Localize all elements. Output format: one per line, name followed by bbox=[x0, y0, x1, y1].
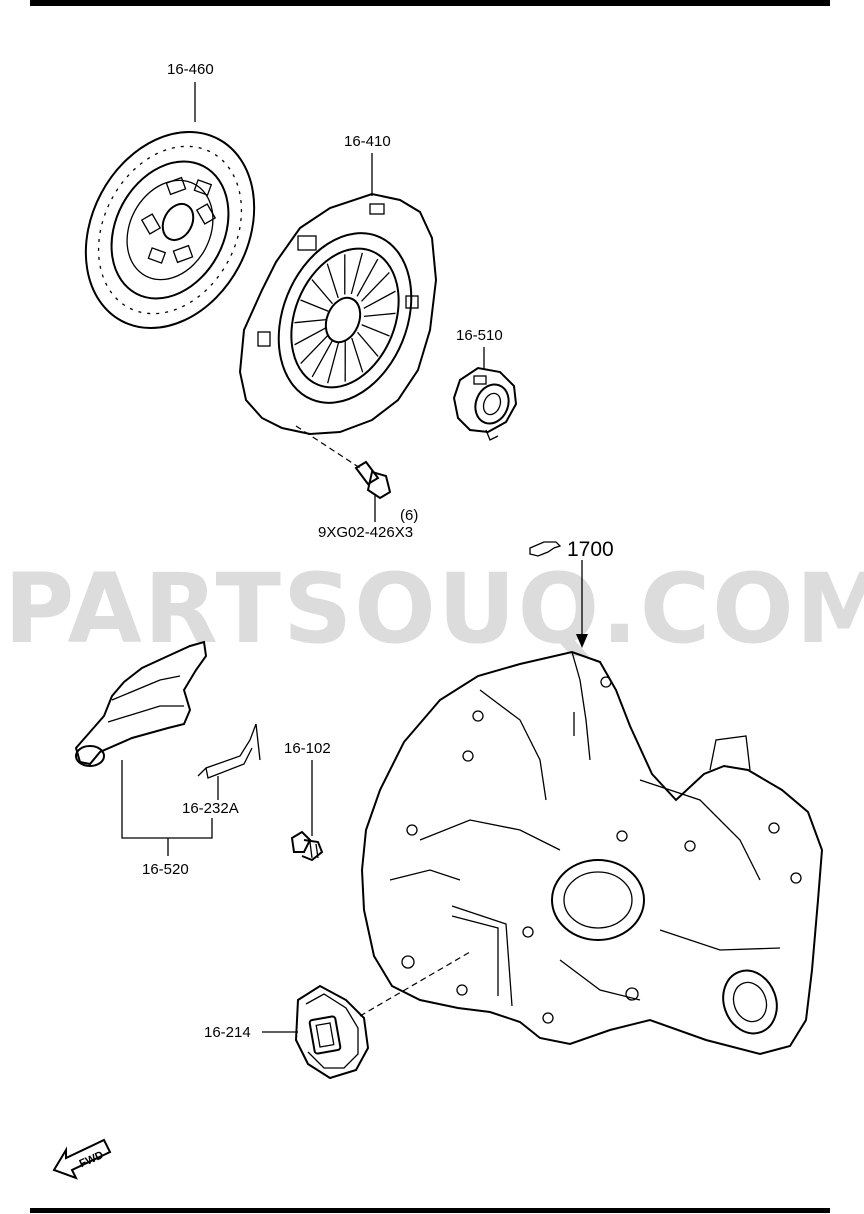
callout-release-bearing[interactable]: 16-510 bbox=[456, 327, 503, 344]
diaphragm-finger bbox=[311, 339, 334, 378]
diaphragm-finger bbox=[300, 334, 330, 365]
fwd-arrow-icon: FWD bbox=[52, 1138, 112, 1180]
callout-clutch-disc[interactable]: 16-460 bbox=[167, 61, 214, 78]
reference-hand-icon bbox=[529, 541, 562, 557]
diaphragm-finger bbox=[350, 252, 363, 295]
watermark: PARTSOUQ.COM bbox=[4, 553, 864, 665]
diaphragm-finger bbox=[363, 312, 396, 318]
diaphragm-finger bbox=[294, 318, 327, 324]
leader-reference-arrow bbox=[576, 634, 588, 648]
spring-clip[interactable] bbox=[197, 723, 261, 779]
diaphragm-finger bbox=[356, 331, 379, 357]
callout-pressure-plate[interactable]: 16-410 bbox=[344, 133, 391, 150]
diaphragm-finger bbox=[361, 324, 390, 337]
pressure-plate[interactable] bbox=[238, 192, 438, 436]
diaphragm-finger bbox=[360, 271, 390, 302]
callout-release-fork-assy[interactable]: 16-520 bbox=[142, 861, 189, 878]
clutch-disc[interactable] bbox=[53, 102, 287, 357]
diaphragm-finger bbox=[363, 290, 396, 309]
callout-boot[interactable]: 16-214 bbox=[204, 1024, 251, 1041]
callout-pivot-bolt[interactable]: 16-102 bbox=[284, 740, 331, 757]
bottom-rule bbox=[30, 1208, 830, 1213]
diaphragm-finger bbox=[351, 337, 364, 373]
diaphragm-finger bbox=[300, 299, 329, 312]
callout-bolt-qty[interactable]: (6) bbox=[400, 507, 418, 524]
diaphragm-finger bbox=[294, 327, 327, 346]
leader-boot-to-case bbox=[359, 951, 471, 1017]
callout-spring-clip[interactable]: 16-232A bbox=[182, 800, 239, 817]
diaphragm-finger bbox=[356, 258, 379, 297]
fwd-label: FWD bbox=[78, 1149, 106, 1170]
diaphragm-finger bbox=[327, 341, 340, 384]
bolt[interactable] bbox=[354, 460, 392, 500]
pivot-bolt[interactable] bbox=[290, 830, 324, 862]
top-rule bbox=[30, 0, 830, 6]
diaphragm-finger bbox=[326, 263, 339, 299]
bracket-release-fork-assy bbox=[121, 760, 213, 856]
boot[interactable] bbox=[294, 984, 370, 1080]
diaphragm-finger bbox=[311, 279, 334, 305]
release-fork[interactable] bbox=[74, 640, 208, 767]
release-bearing[interactable] bbox=[452, 366, 518, 441]
transmission-case[interactable] bbox=[360, 650, 824, 1056]
reference-number[interactable]: 1700 bbox=[567, 538, 614, 561]
callout-bolt[interactable]: 9XG02-426X3 bbox=[318, 524, 413, 541]
